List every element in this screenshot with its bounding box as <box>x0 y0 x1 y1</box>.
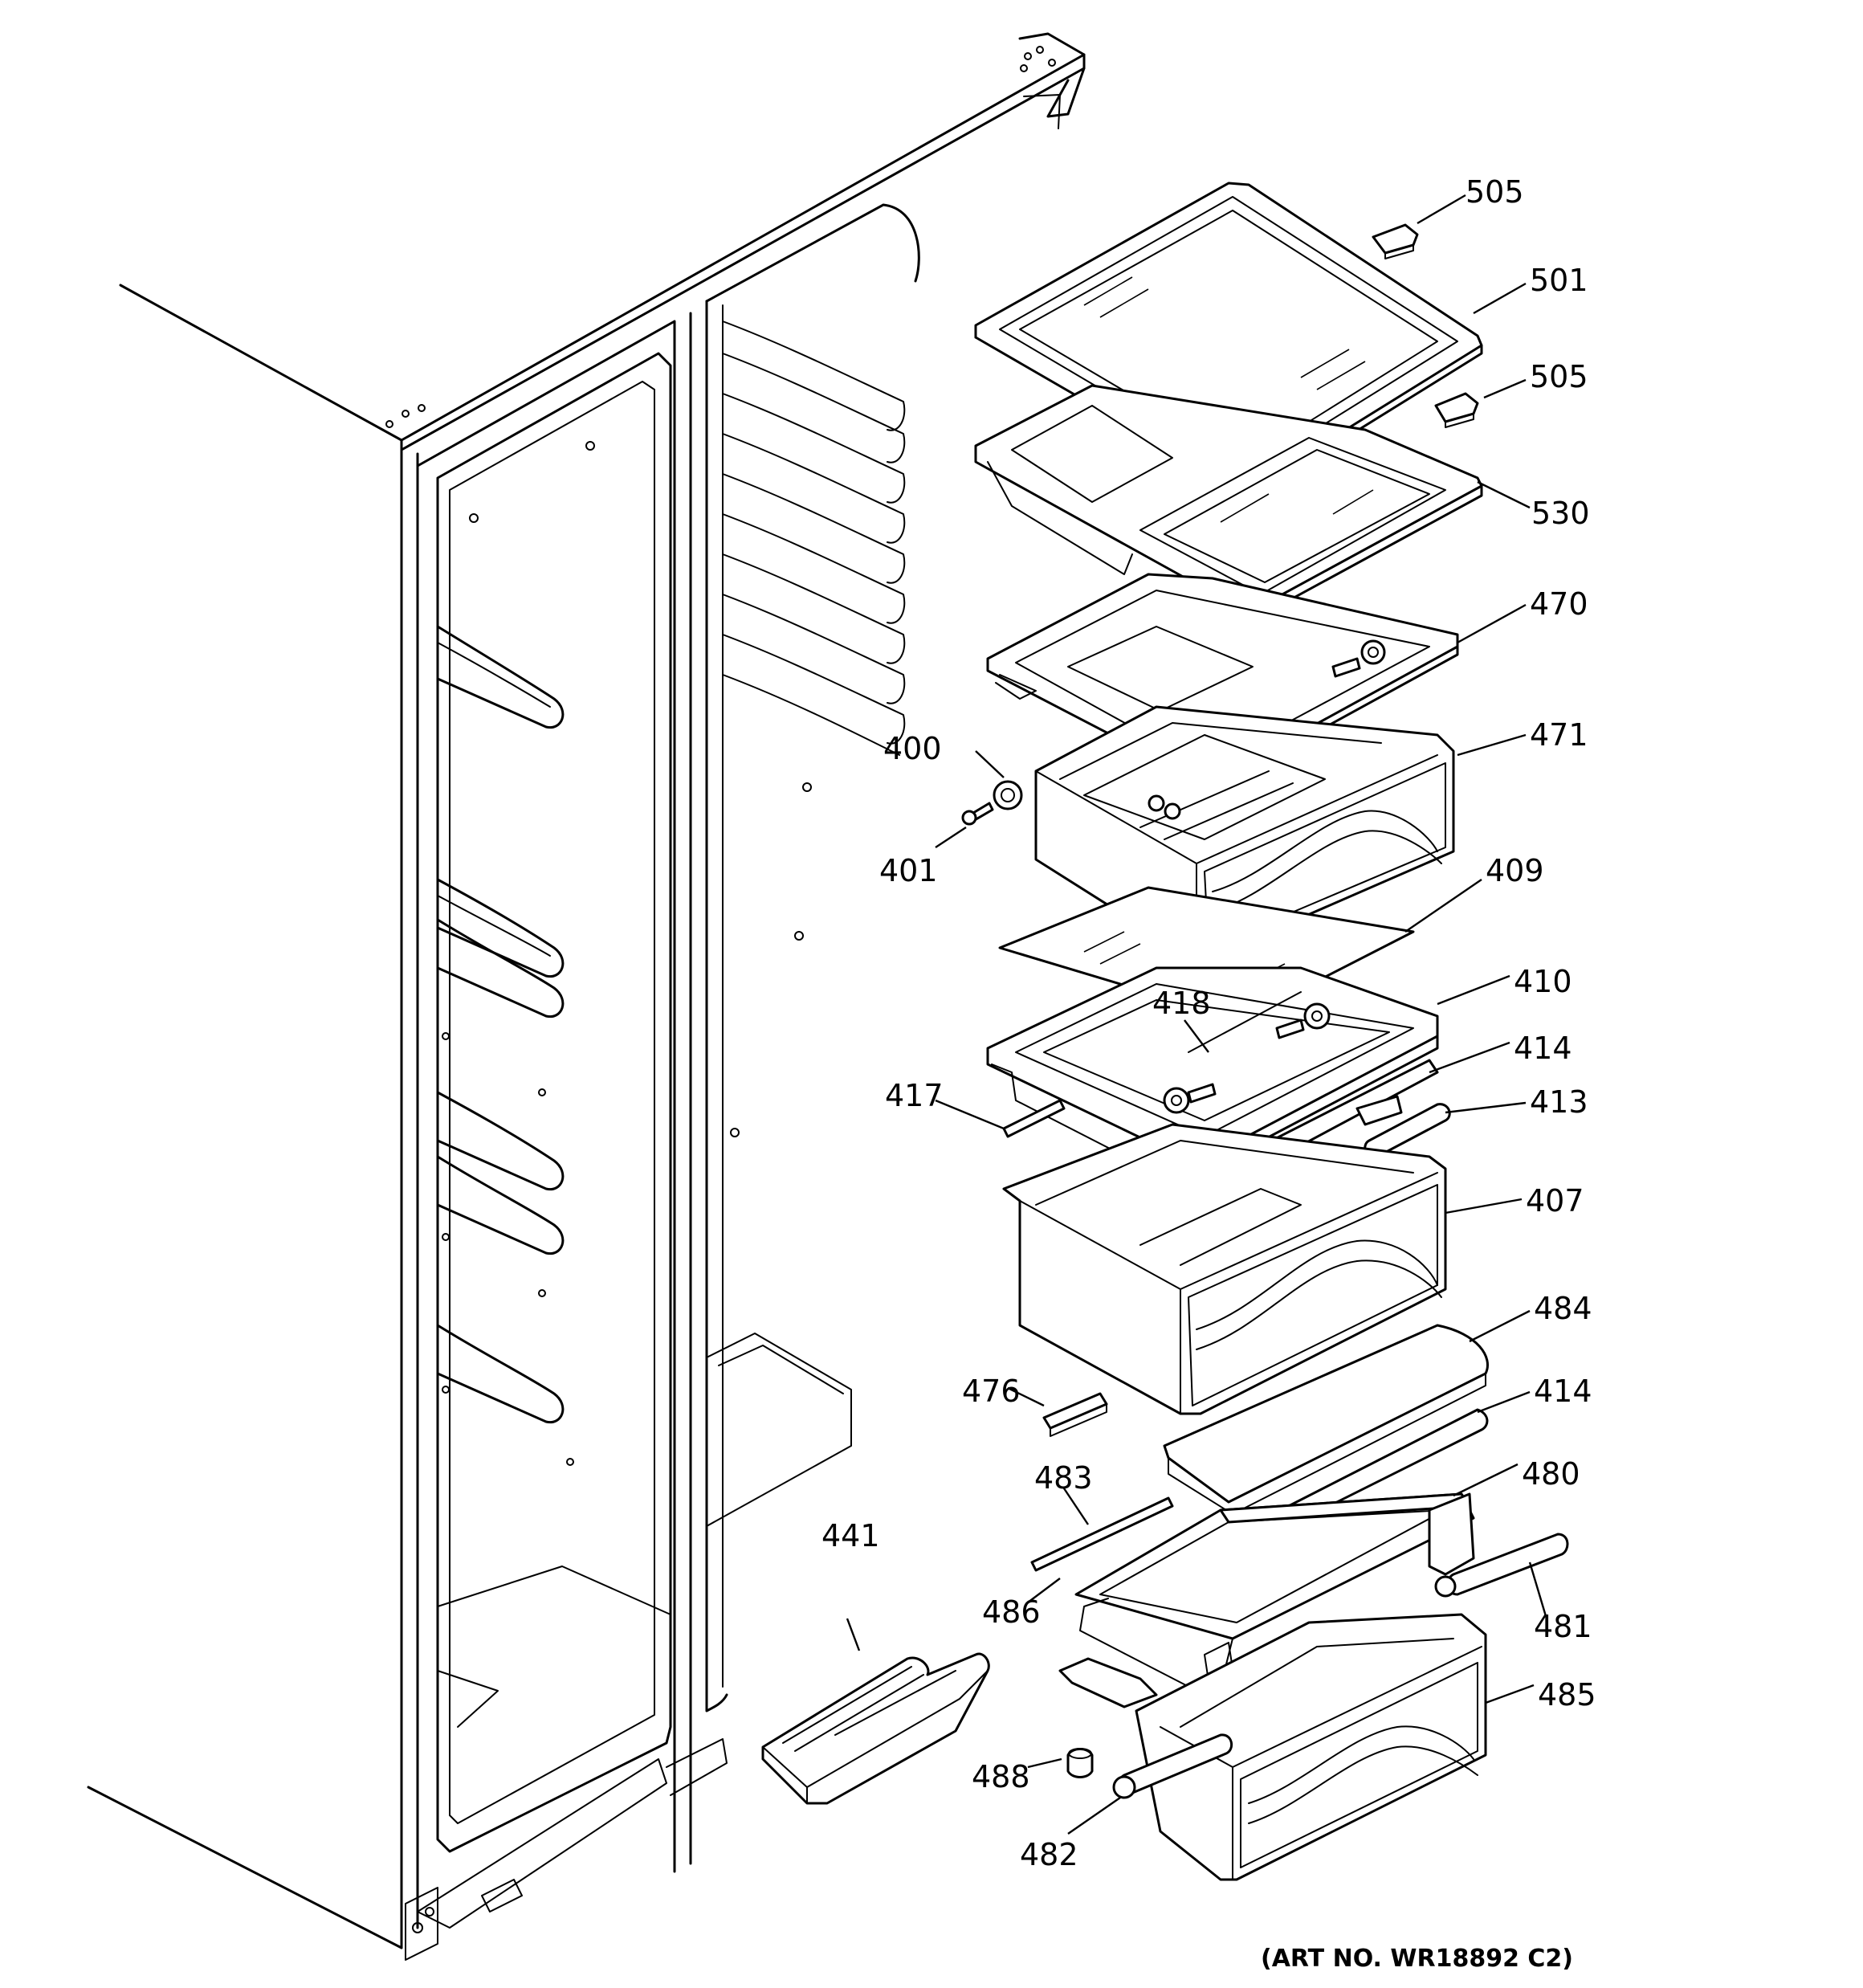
bumper-488 <box>1066 1748 1094 1778</box>
callout-401: 401 <box>879 853 938 888</box>
callout-484: 484 <box>1534 1291 1592 1326</box>
callout-470: 470 <box>1530 586 1588 622</box>
slide-roller-400 <box>993 780 1023 810</box>
glass-shelf-501 <box>974 182 1483 500</box>
freezer-drawer-485 <box>1135 1613 1487 1881</box>
callout-441: 441 <box>821 1518 880 1553</box>
callout-486: 486 <box>982 1594 1041 1630</box>
crisper-drawer-407 <box>1002 1123 1447 1415</box>
storage-bin-441 <box>761 1652 990 1805</box>
callout-410: 410 <box>1514 964 1572 999</box>
callout-418: 418 <box>1152 986 1211 1021</box>
divider-rail-483 <box>1030 1496 1174 1572</box>
leader-lines <box>846 194 1547 1835</box>
callout-501: 501 <box>1530 263 1588 298</box>
callout-414-upper: 414 <box>1514 1031 1572 1066</box>
callout-530: 530 <box>1531 496 1590 531</box>
callout-481: 481 <box>1534 1609 1592 1644</box>
callout-407: 407 <box>1526 1183 1584 1219</box>
screw-401 <box>961 802 994 826</box>
callout-400: 400 <box>883 731 942 766</box>
spacer-476 <box>1042 1392 1108 1437</box>
callout-485: 485 <box>1538 1677 1596 1712</box>
divider-rail-417 <box>1002 1099 1066 1138</box>
callout-505-bottom: 505 <box>1530 359 1588 394</box>
pan-frame-480 <box>1074 1492 1475 1708</box>
callout-414-lower: 414 <box>1534 1374 1592 1409</box>
callout-488: 488 <box>972 1759 1030 1794</box>
callout-413: 413 <box>1530 1084 1588 1120</box>
trim-414-lower <box>1271 1408 1489 1532</box>
callout-417: 417 <box>885 1078 944 1113</box>
refrigerator-cabinet <box>87 32 1086 1961</box>
slide-rail-486 <box>1058 1657 1158 1708</box>
shelf-clip-505-bottom <box>1434 392 1479 428</box>
slide-482 <box>1112 1733 1233 1799</box>
callout-483: 483 <box>1034 1460 1093 1496</box>
callout-labels: 505 501 505 530 470 471 400 401 409 410 … <box>821 174 1596 1973</box>
callout-471: 471 <box>1530 717 1588 753</box>
callout-482: 482 <box>1020 1837 1078 1872</box>
callout-409: 409 <box>1486 853 1544 888</box>
art-number: (ART NO. WR18892 C2) <box>1261 1945 1573 1973</box>
callout-476: 476 <box>962 1374 1021 1409</box>
shelf-clip-505-top <box>1372 223 1419 259</box>
callout-505-top: 505 <box>1466 174 1524 210</box>
pan-frame-410 <box>986 966 1439 1186</box>
slide-481 <box>1434 1533 1569 1598</box>
callout-480: 480 <box>1522 1456 1580 1492</box>
